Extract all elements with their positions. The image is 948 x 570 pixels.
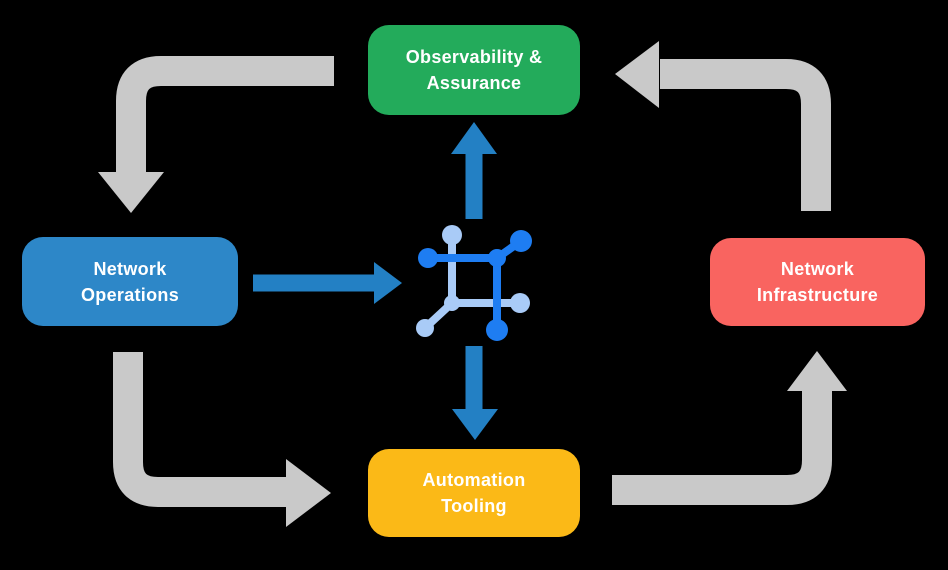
node-network-infrastructure: Network Infrastructure [710,238,925,326]
node-label: Network Operations [80,258,180,305]
arrow-head-down-icon [452,409,498,440]
arrow-head-right-icon [374,262,402,304]
arrow-network-operations-to-center [253,262,402,304]
arrow-observability-to-network-operations [98,56,334,213]
arrow-head-right-icon [286,459,331,527]
arrow-shaft [612,390,832,505]
arrow-head-up-icon [451,122,497,154]
arrow-automation-tooling-to-network-infrastructure [612,351,847,505]
arrow-network-infrastructure-to-observability [615,41,831,211]
arrow-head-left-icon [615,41,659,108]
arrow-shaft [660,59,831,211]
node-label: Automation Tooling [422,470,526,516]
arrow-center-to-observability [451,122,497,219]
node-observability-assurance: Observability & Assurance [368,25,580,115]
arrow-head-down-icon [98,172,164,213]
arrow-network-operations-to-automation-tooling [113,352,331,527]
node-network-operations: Network Operations [22,237,238,326]
node-label: Network Infrastructure [756,259,879,305]
arrow-center-to-automation-tooling [452,346,498,440]
node-label: Observability & Assurance [405,47,543,93]
network-mesh-icon [416,225,532,341]
node-automation-tooling: Automation Tooling [368,449,580,537]
arrow-shaft [113,352,288,507]
arrow-shaft [116,56,334,174]
arrow-head-up-icon [787,351,847,391]
